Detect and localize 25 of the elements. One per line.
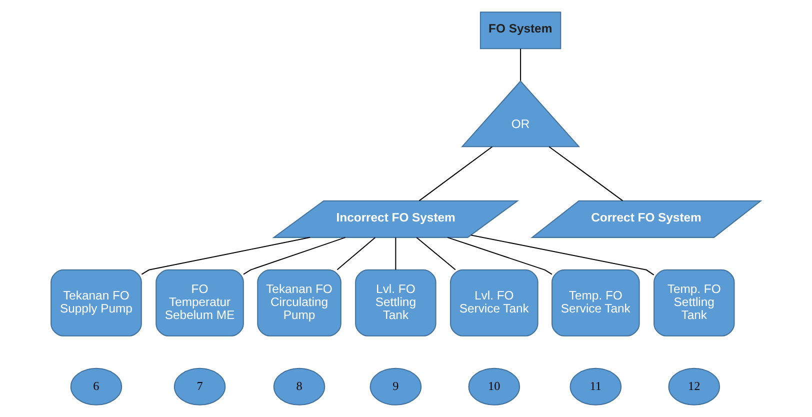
node-ellipse: 12 [668, 368, 720, 406]
node-box: Temp. FO Settling Tank [654, 269, 735, 336]
node-ellipse: 6 [70, 368, 122, 406]
connector [141, 236, 310, 275]
node-box: Tekanan FO Circulating Pump [257, 269, 342, 336]
connector [243, 236, 346, 275]
connector [419, 146, 493, 202]
node-box: Tekanan FO Supply Pump [50, 269, 142, 336]
node-ellipse: 7 [174, 368, 226, 406]
node-box: Lvl. FO Settling Tank [355, 269, 436, 336]
connector [416, 237, 456, 270]
connector [520, 48, 522, 81]
node-box: Lvl. FO Service Tank [450, 269, 538, 336]
node-box: Temp. FO Service Tank [552, 269, 640, 336]
node-box: FO System [480, 12, 562, 50]
connector [548, 146, 623, 202]
connector [470, 234, 654, 276]
connector [447, 236, 552, 275]
connector [395, 238, 396, 270]
node-ellipse: 9 [370, 368, 422, 406]
node-box: FO Temperatur Sebelum ME [156, 269, 244, 336]
connector [336, 237, 376, 270]
node-ellipse: 10 [468, 368, 520, 406]
node-ellipse: 11 [570, 368, 622, 406]
node-ellipse: 8 [273, 368, 326, 406]
